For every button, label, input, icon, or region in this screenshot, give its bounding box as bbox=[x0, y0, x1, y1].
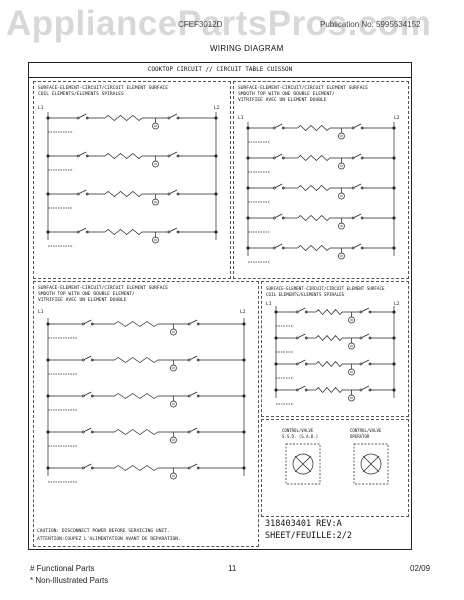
panel-bottom-left: SURFACE-ELEMENT-CIRCUIT/CIRCUIT ELEMENT … bbox=[33, 281, 259, 547]
panel-tr-l2: L2 bbox=[394, 116, 400, 121]
panel-br-l2: L2 bbox=[394, 302, 400, 307]
panel-bl-l2: L2 bbox=[240, 310, 246, 315]
panel-bl-title-3: VITRIFIEE AVEC UN ELEMENT DOUBLE bbox=[38, 298, 127, 303]
panel-tl-l1: L1 bbox=[38, 106, 44, 111]
caution-french: ATTENTION:COUPEZ L'ALIMENTATION AVANT DE… bbox=[37, 537, 181, 542]
panel-tl-circuit bbox=[46, 112, 218, 247]
watermark: AppliancePartsPros.com bbox=[6, 4, 432, 43]
panel-top-left: SURFACE-ELEMENT-CIRCUIT/CIRCUIT ELEMENT … bbox=[33, 81, 231, 279]
panel-bl-title-1: SURFACE-ELEMENT-CIRCUIT/CIRCUIT ELEMENT … bbox=[38, 286, 168, 291]
frame-title: COOKTOP CIRCUIT // CIRCUIT TABLE CUISSON bbox=[29, 63, 411, 78]
page-number: 11 bbox=[228, 564, 237, 573]
panel-tl-l2: L2 bbox=[214, 106, 220, 111]
panel-top-right: SURFACE-ELEMENT-CIRCUIT/CIRCUIT ELEMENT … bbox=[233, 81, 409, 279]
panel-tr-title-3: VITRIFIEE AVEC UN ELEMENT DOUBLE bbox=[238, 98, 327, 103]
panel-tr-title-2: SMOOTH TOP WITH ONE DOUBLE ELEMENT/ bbox=[238, 92, 335, 97]
panel-tr-title-1: SURFACE-ELEMENT-CIRCUIT/CIRCUIT ELEMENT … bbox=[238, 86, 368, 91]
caution-english: CAUTION: DISCONNECT POWER BEFORE SERVICI… bbox=[37, 529, 170, 534]
switch-symbols bbox=[285, 443, 389, 485]
panel-br-l1: L1 bbox=[266, 302, 272, 307]
panel-tr-l1: L1 bbox=[238, 116, 244, 121]
panel-switch-detail: CONTROL/VALVE S.S.D. (S.A.D.) CONTROL/VA… bbox=[261, 419, 409, 517]
switch-label-left: CONTROL/VALVE S.S.D. (S.A.D.) bbox=[282, 428, 319, 439]
page-title: WIRING DIAGRAM bbox=[210, 44, 284, 53]
footer-date: 02/09 bbox=[410, 564, 431, 573]
wiring-diagram-frame: COOKTOP CIRCUIT // CIRCUIT TABLE CUISSON… bbox=[28, 62, 412, 550]
switch-label-right: CONTROL/VALVE OPERATOR bbox=[350, 428, 382, 439]
legend-non-illustrated: * Non-Illustrated Parts bbox=[30, 576, 109, 585]
panel-bl-circuit bbox=[46, 318, 246, 483]
panel-tl-title-2: COIL ELEMENTS/ELEMENTS SPIRALES bbox=[38, 92, 124, 97]
sheet-number: SHEET/FEUILLE:2/2 bbox=[265, 531, 352, 541]
panel-bl-l1: L1 bbox=[38, 310, 44, 315]
legend-functional: # Functional Parts bbox=[30, 564, 95, 573]
panel-br-circuit bbox=[274, 306, 396, 405]
panel-bottom-right: SURFACE-ELEMENT-CIRCUIT/CIRCUIT ELEMENT … bbox=[261, 281, 409, 417]
part-number: 318403401 REV:A bbox=[265, 519, 342, 529]
publication-number: Publication No: 5995534152 bbox=[320, 20, 421, 29]
panel-br-title-1: SURFACE-ELEMENT-CIRCUIT/CIRCUIT ELEMENT … bbox=[266, 286, 385, 291]
panel-tr-circuit bbox=[246, 122, 396, 263]
panel-tl-title-1: SURFACE-ELEMENT-CIRCUIT/CIRCUIT ELEMENT … bbox=[38, 86, 168, 91]
model-number: CFEF3012D bbox=[178, 20, 223, 29]
panel-br-title-2: COIL ELEMENTS/ELEMENTS SPIRALES bbox=[266, 292, 345, 297]
panel-bl-title-2: SMOOTH TOP WITH ONE DOUBLE ELEMENT/ bbox=[38, 292, 135, 297]
